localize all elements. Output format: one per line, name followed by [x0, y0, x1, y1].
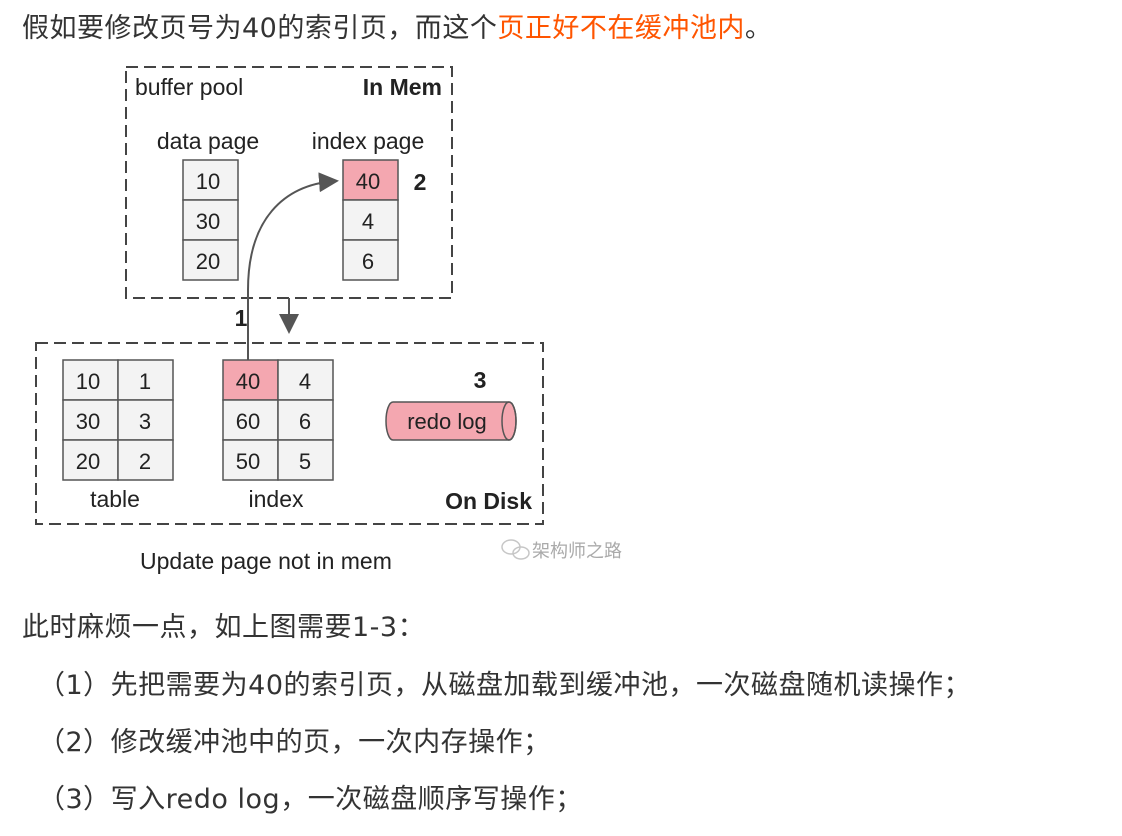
- index-page-value: 40: [356, 169, 380, 194]
- table-value: 20: [76, 449, 100, 474]
- data-page-cell: [182, 159, 239, 201]
- on-disk-region: [35, 342, 544, 525]
- load-arrow: [247, 172, 339, 360]
- table-cell: [62, 359, 119, 401]
- wechat-icon: [501, 539, 530, 560]
- step-item-2: （2）修改缓冲池中的页，一次内存操作；: [38, 727, 551, 758]
- index-value: 60: [236, 409, 260, 434]
- intro-text: 假如要修改页号为40的索引页，而这个: [22, 13, 498, 44]
- index-page-value: 6: [362, 249, 374, 274]
- table-value: 1: [139, 369, 151, 394]
- index-value: 5: [299, 449, 311, 474]
- data-page-value: 10: [196, 169, 220, 194]
- table-cell: [117, 439, 174, 481]
- intro-suffix: 。: [744, 13, 773, 44]
- table-cell: [117, 359, 174, 401]
- watermark-text: 架构师之路: [532, 541, 622, 561]
- table-cell: [62, 399, 119, 441]
- index-grid: 40 4 60 6 50 5: [222, 359, 334, 481]
- data-page-value: 20: [196, 249, 220, 274]
- index-value: 6: [299, 409, 311, 434]
- table-value: 30: [76, 409, 100, 434]
- redo-log-cylinder: [385, 401, 517, 441]
- index-page-value: 4: [362, 209, 374, 234]
- in-mem-label: In Mem: [363, 74, 442, 100]
- intro-highlight: 页正好不在缓冲池内: [497, 13, 745, 44]
- step-2-label: 2: [414, 169, 427, 195]
- data-page-label: data page: [157, 128, 259, 154]
- table-value: 10: [76, 369, 100, 394]
- step-item-1: （1）先把需要为40的索引页，从磁盘加载到缓冲池，一次磁盘随机读操作；: [38, 670, 972, 701]
- index-label: index: [249, 486, 304, 512]
- diagram-caption: Update page not in mem: [140, 548, 392, 574]
- table-label: table: [90, 486, 140, 512]
- index-value: 50: [236, 449, 260, 474]
- index-page-cell: [342, 239, 399, 281]
- index-cell: [222, 439, 279, 481]
- index-cell: [277, 399, 334, 441]
- on-disk-label: On Disk: [445, 488, 532, 514]
- index-cell: [277, 439, 334, 481]
- data-page-column: 10 30 20: [182, 159, 239, 281]
- summary-text: 此时麻烦一点，如上图需要1-3：: [22, 612, 426, 643]
- table-value: 3: [139, 409, 151, 434]
- index-value: 40: [236, 369, 260, 394]
- index-page-label: index page: [312, 128, 425, 154]
- step-3-label: 3: [474, 367, 487, 393]
- buffer-pool-label: buffer pool: [135, 74, 243, 100]
- table-cell: [117, 399, 174, 441]
- in-mem-region: [125, 66, 453, 299]
- data-page-cell: [182, 199, 239, 241]
- data-page-value: 30: [196, 209, 220, 234]
- index-page-cell-highlighted: [342, 159, 399, 201]
- index-cell: [277, 359, 334, 401]
- table-cell: [62, 439, 119, 481]
- index-page-column: 40 4 6: [342, 159, 399, 281]
- index-cell-highlighted: [222, 359, 279, 401]
- index-value: 4: [299, 369, 311, 394]
- table-grid: 10 1 30 3 20 2: [62, 359, 174, 481]
- buffer-pool-diagram: buffer pool In Mem data page index page …: [35, 66, 622, 574]
- intro-paragraph: 假如要修改页号为40的索引页，而这个页正好不在缓冲池内。: [22, 11, 772, 47]
- step-item-3: （3）写入redo log，一次磁盘顺序写操作；: [38, 784, 583, 815]
- index-cell: [222, 399, 279, 441]
- data-page-cell: [182, 239, 239, 281]
- redo-log-label: redo log: [407, 409, 487, 434]
- step-1-label: 1: [235, 305, 248, 331]
- table-value: 2: [139, 449, 151, 474]
